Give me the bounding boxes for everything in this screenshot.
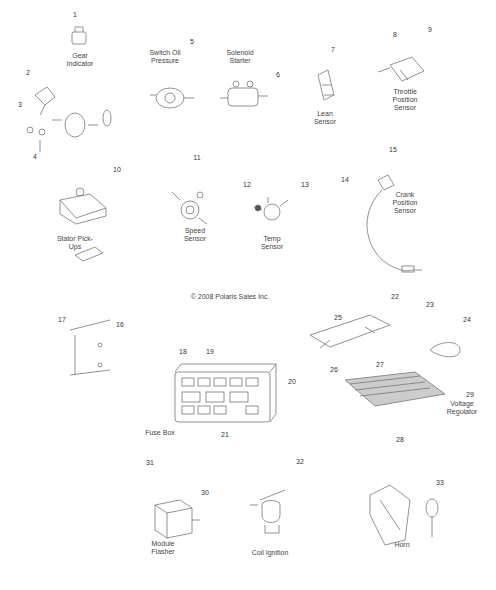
part-name: Voltage Regulator xyxy=(442,400,482,416)
callout-number: 18 xyxy=(179,348,187,356)
callout-number: 9 xyxy=(428,26,432,34)
callout-number: 21 xyxy=(221,431,229,439)
callout-number: 24 xyxy=(463,316,471,324)
callout-number: 14 xyxy=(341,176,349,184)
callout-number: 28 xyxy=(396,436,404,444)
callout-number: 5 xyxy=(190,38,194,46)
callout-number: 29 xyxy=(466,391,474,399)
part-name: Speed Sensor xyxy=(178,227,212,243)
part-name: Fuse Box xyxy=(143,429,177,437)
callout-number: 27 xyxy=(376,361,384,369)
callout-number: 3 xyxy=(18,101,22,109)
part-name: © 2008 Polaris Sales Inc. xyxy=(175,293,285,301)
callout-number: 7 xyxy=(331,46,335,54)
callout-number: 1 xyxy=(73,11,77,19)
part-name: Horn xyxy=(387,541,417,549)
callout-number: 11 xyxy=(193,154,200,162)
part-name: Temp Sensor xyxy=(255,235,289,251)
callout-number: 2 xyxy=(26,69,30,77)
callout-number: 31 xyxy=(146,459,154,467)
callout-number: 4 xyxy=(33,153,37,161)
callout-number: 26 xyxy=(330,366,338,374)
callout-number: 10 xyxy=(113,166,121,174)
callout-number: 15 xyxy=(389,146,397,154)
callout-number: 8 xyxy=(393,31,397,39)
part-name: Gear Indicator xyxy=(63,52,97,68)
callout-number: 6 xyxy=(276,71,280,79)
callout-number: 23 xyxy=(426,301,434,309)
callout-number: 20 xyxy=(288,378,296,386)
part-name: Stator Pick-Ups xyxy=(55,235,95,251)
part-name: Lean Sensor xyxy=(308,110,342,126)
callout-number: 12 xyxy=(243,181,251,189)
callout-number: 19 xyxy=(206,348,214,356)
callout-number: 13 xyxy=(301,181,309,189)
part-name: Throttle Position Sensor xyxy=(381,88,429,112)
callout-number: 30 xyxy=(201,489,209,497)
callout-number: 17 xyxy=(58,316,66,324)
callout-number: 22 xyxy=(391,293,399,301)
callout-number: 16 xyxy=(116,321,124,329)
callout-number: 33 xyxy=(436,479,444,487)
part-name: Module Flasher xyxy=(144,540,182,556)
part-name: Switch Oil Pressure xyxy=(145,49,185,65)
callout-number: 32 xyxy=(296,458,304,466)
part-name: Crank Position Sensor xyxy=(384,191,426,215)
part-name: Coil Ignition xyxy=(251,549,289,557)
part-name: Solenoid Starter xyxy=(220,49,260,65)
callout-number: 25 xyxy=(334,314,342,322)
